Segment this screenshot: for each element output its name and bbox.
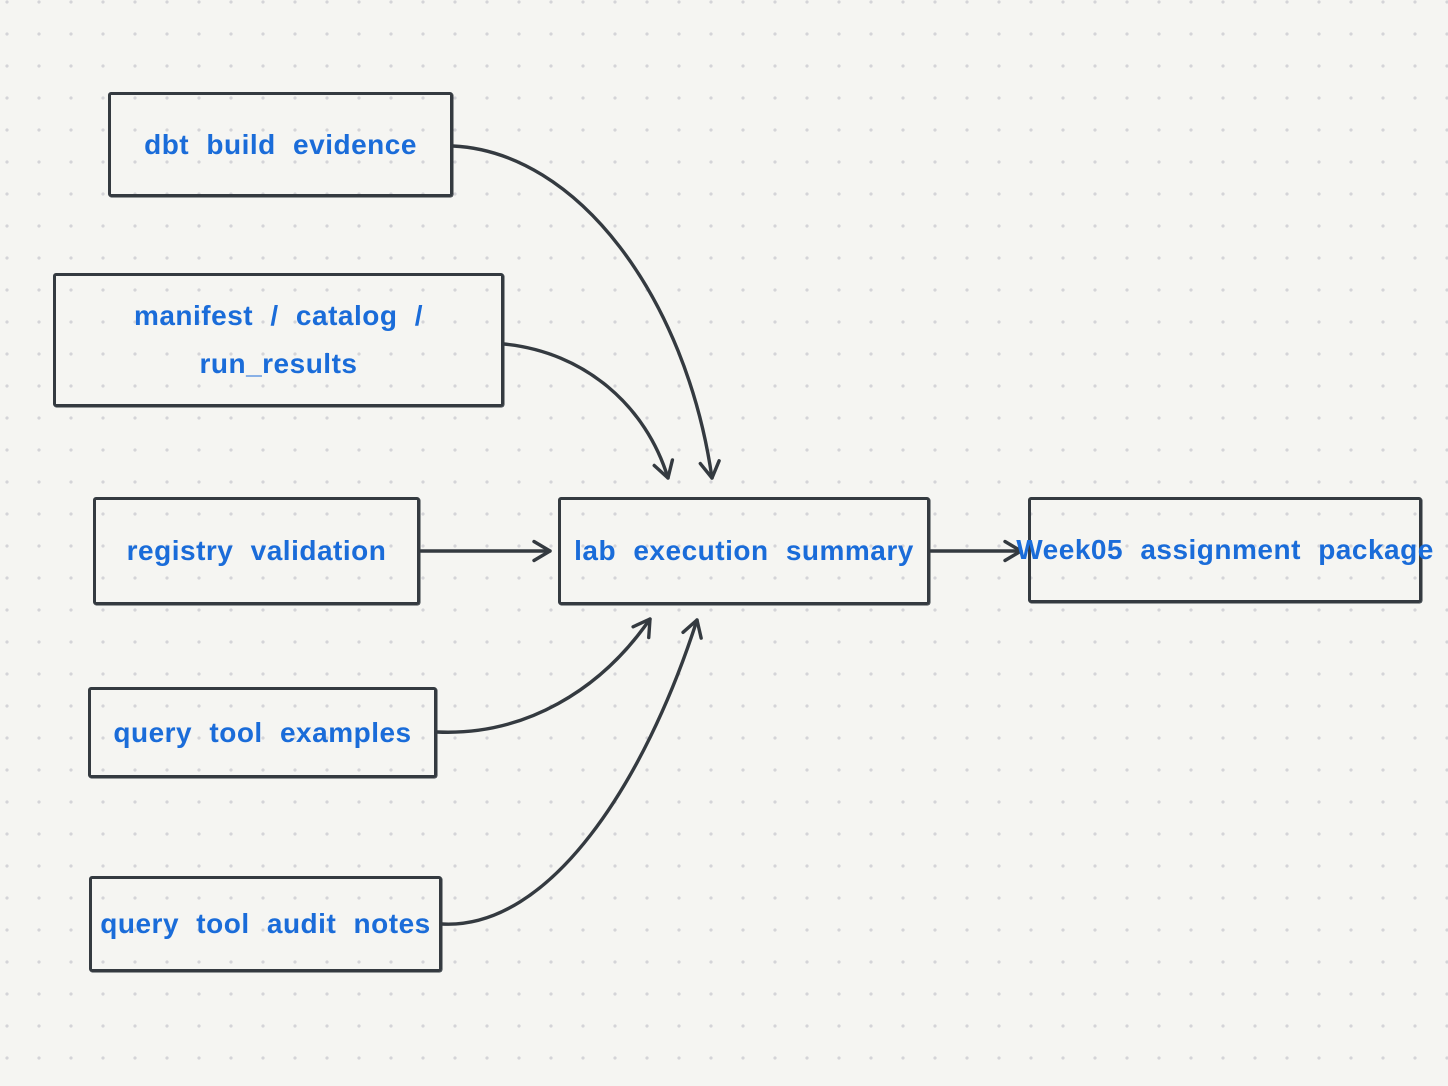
node-week05-assignment-package[interactable]: Week05 assignment package xyxy=(1016,497,1433,603)
edge-query-tool-audit-notes-to-lab-execution-summary[interactable] xyxy=(440,618,703,926)
node-label: query tool examples xyxy=(113,716,412,748)
edge-dbt-build-evidence-to-lab-execution-summary[interactable] xyxy=(451,144,721,480)
node-label: registry validation xyxy=(126,535,387,566)
node-query-tool-audit-notes[interactable]: query tool audit notes xyxy=(89,876,442,972)
node-label: manifest / catalog / run_results xyxy=(134,292,423,388)
node-label: dbt build evidence xyxy=(144,128,417,160)
node-label-line-1: manifest / catalog / xyxy=(133,300,424,331)
node-label: query tool audit notes xyxy=(100,908,431,939)
node-manifest-catalog-run-results[interactable]: manifest / catalog / run_results xyxy=(53,273,504,407)
node-label: lab execution summary xyxy=(574,535,914,566)
node-lab-execution-summary[interactable]: lab execution summary xyxy=(558,497,930,605)
node-label: Week05 assignment package xyxy=(1016,534,1434,565)
node-dbt-build-evidence[interactable]: dbt build evidence xyxy=(108,92,453,197)
node-registry-validation[interactable]: registry validation xyxy=(93,497,420,605)
edge-manifest-catalog-to-lab-execution-summary[interactable] xyxy=(502,342,675,480)
edge-query-tool-examples-to-lab-execution-summary[interactable] xyxy=(435,617,652,734)
node-query-tool-examples[interactable]: query tool examples xyxy=(88,687,437,778)
node-label-line-2: run_results xyxy=(199,348,358,379)
